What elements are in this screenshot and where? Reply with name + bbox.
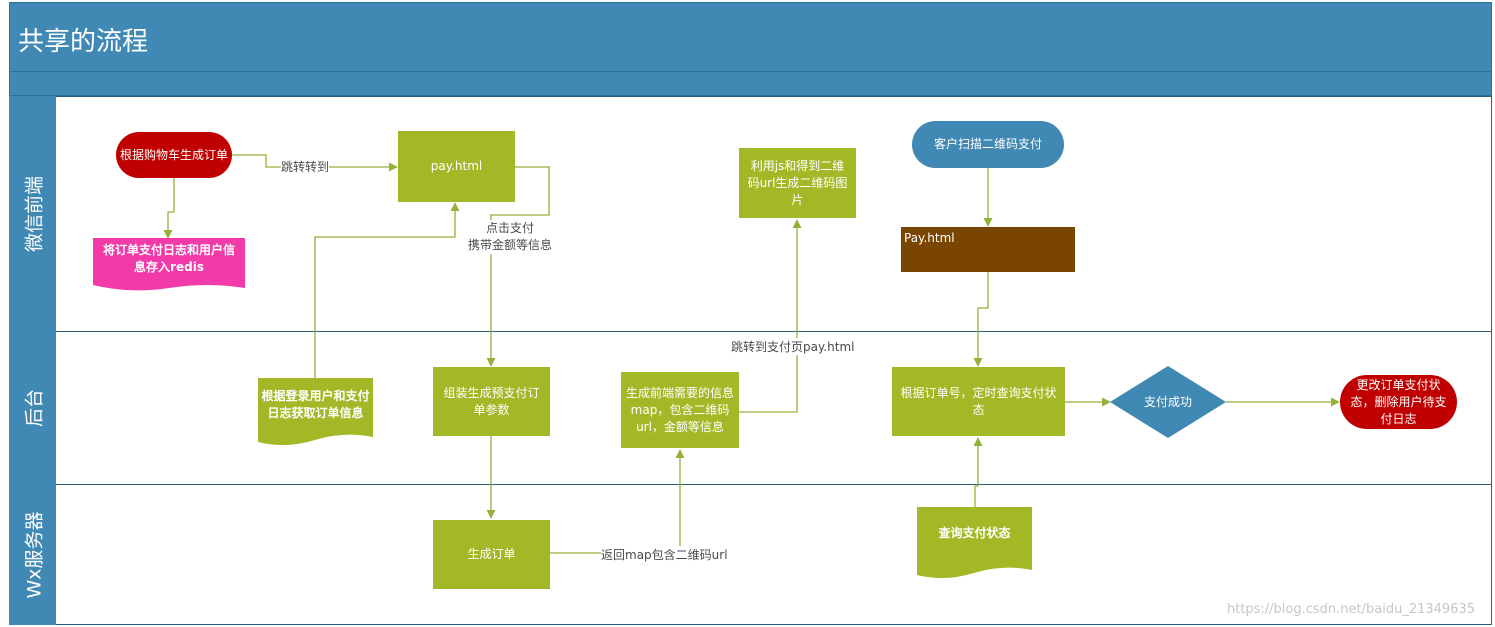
- edge-pay-page-to-query-timer: [973, 272, 989, 367]
- edge-wx-order-to-gen-info: [550, 449, 685, 554]
- edge-label-return-map: 返回map包含二维码url: [601, 546, 728, 563]
- node-update-status-shape: [1340, 375, 1457, 429]
- node-wx-order-shape: [433, 520, 550, 589]
- node-wx-order-label: 生成订单: [467, 547, 516, 561]
- node-query-timer-shape: [892, 367, 1065, 436]
- node-query-status-shape: [917, 507, 1032, 579]
- edge-label-click-pay: 点击支付 携带金额等信息: [463, 220, 557, 254]
- node-save-log-shape: [93, 238, 245, 291]
- node-gen-order-label: 根据购物车生成订单: [120, 147, 229, 162]
- node-gen-info-shape: [621, 372, 739, 448]
- edge-pay-html-to-assemble: [486, 166, 550, 367]
- node-qr-img-shape: [739, 148, 856, 218]
- lane-wxserver: [56, 484, 1492, 625]
- node-pay-success-label: 支付成功: [1143, 394, 1192, 409]
- node-pay-html-label: pay.html: [430, 159, 483, 173]
- node-pay-success-shape: [1110, 366, 1226, 438]
- node-scan-pay-shape: [912, 121, 1064, 168]
- edge-query-status-to-query-timer: [973, 437, 983, 507]
- edge-label-jump: 跳转转到: [281, 158, 330, 175]
- node-pay-html2-shape: [901, 227, 1075, 272]
- node-get-log-label: 根据登录用户和支付日志获取订单信息: [261, 389, 370, 420]
- lane-label-wxserver: Wx服务器: [9, 484, 56, 625]
- node-pay-html-shape: [398, 131, 515, 202]
- node-gen-order-shape: [116, 132, 232, 178]
- diagram-title: 共享的流程: [18, 27, 149, 57]
- header-sub-bar: [9, 72, 1492, 96]
- node-query-status-label: 查询支付状态: [938, 525, 1011, 540]
- title-bar: 共享的流程: [9, 2, 1492, 72]
- node-get-log-shape: [258, 378, 373, 446]
- node-save-log-label: 将订单支付日志和用户信息存入redis: [102, 243, 235, 274]
- edge-get-log-to-pay-html: [314, 202, 460, 378]
- edge-label-to-pay-page: 跳转到支付页pay.html: [731, 338, 855, 355]
- node-query-timer-label: 根据订单号，定时查询支付状态: [900, 385, 1057, 417]
- node-update-status-label: 更改订单支付状态，删除用户待支付日志: [1350, 377, 1447, 426]
- lane-label-frontend: 微信前端: [9, 96, 56, 332]
- node-scan-pay-label: 客户扫描二维码支付: [933, 137, 1042, 151]
- edge-gen-order-to-pay-html: [232, 154, 398, 172]
- lane-label-backend: 后台: [9, 332, 56, 484]
- node-assemble-shape: [433, 367, 550, 436]
- edge-gen-order-to-save-log: [163, 178, 175, 239]
- node-pay-html2-label: Pay.html: [904, 230, 955, 245]
- node-assemble-label: 组装生成预支付订单参数: [443, 385, 540, 417]
- node-gen-info-label: 生成前端需要的信息map，包含二维码url，金额等信息: [625, 385, 734, 434]
- edge-gen-info-to-qr-img: [739, 219, 802, 413]
- watermark: https://blog.csdn.net/baidu_21349635: [1226, 602, 1475, 617]
- node-qr-img-label: 利用js和得到二维码url生成二维码图片: [747, 158, 848, 207]
